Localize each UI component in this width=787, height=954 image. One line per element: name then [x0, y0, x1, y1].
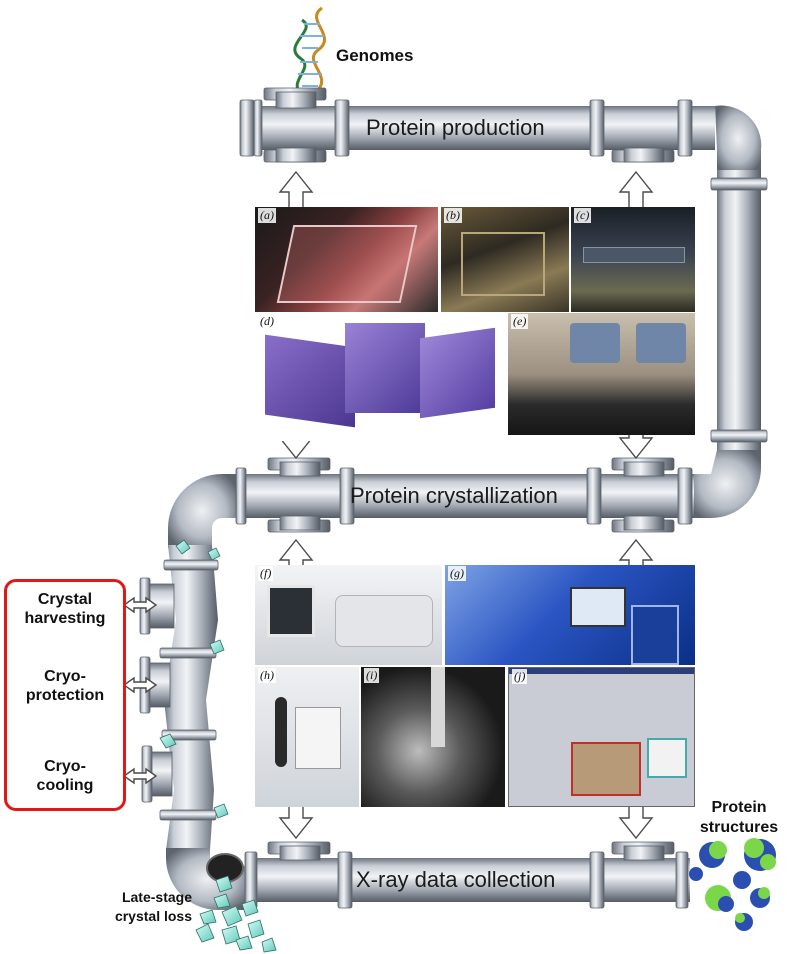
- protein-structures-line1: Protein: [711, 799, 767, 816]
- step-harvesting-line1: Crystal: [37, 591, 93, 608]
- step-crystal-harvesting: Crystal harvesting: [7, 590, 123, 628]
- panel-a-tag: (a): [258, 208, 276, 223]
- step-cryoprotection: Cryo- protection: [7, 667, 123, 705]
- step-cryocooling-line2: cooling: [36, 777, 94, 794]
- dna-helix-icon: [293, 6, 326, 96]
- pipe-label-xray: X-ray data collection: [356, 867, 556, 892]
- protein-structures-label: Protein structures: [695, 798, 783, 838]
- crystal-loss-label: Late-stage crystal loss: [82, 888, 192, 926]
- panel-g-workstation: (g): [445, 565, 695, 665]
- pipe-network: [164, 105, 762, 910]
- panel-f-imaging-system: (f): [255, 565, 442, 665]
- step-cryoprotection-line1: Cryo-: [44, 668, 86, 685]
- panel-i-tag: (i): [364, 668, 380, 683]
- panel-a-crystallization-plate: (a): [255, 207, 438, 312]
- panel-c-tag: (c): [574, 208, 592, 223]
- panel-d-robotic-system: (d): [255, 313, 505, 441]
- pipe-flanges: [159, 87, 768, 909]
- crystal-loss-line1: Late-stage: [121, 889, 192, 905]
- manual-steps-box: [4, 579, 126, 811]
- panel-j-tag: (j): [512, 669, 528, 684]
- panel-b-instrument: (b): [441, 207, 569, 312]
- protein-structures-line2: structures: [699, 819, 779, 836]
- crystal-loss-line2: crystal loss: [114, 908, 192, 924]
- panel-c-instrument-rack: (c): [571, 207, 695, 312]
- panel-i-goniometer: (i): [361, 667, 505, 807]
- panel-e-lab-bench: (e): [508, 313, 695, 435]
- side-ports: [139, 577, 175, 803]
- panel-b-tag: (b): [444, 208, 462, 223]
- step-cryocooling-line1: Cryo-: [44, 758, 86, 775]
- step-cryocooling: Cryo- cooling: [7, 757, 123, 795]
- pipe-label-production: Protein production: [366, 115, 545, 140]
- step-cryoprotection-line2: protection: [25, 687, 105, 704]
- panel-g-tag: (g): [448, 566, 466, 581]
- protein-structure-icons: [689, 838, 776, 931]
- pipe-label-crystallization: Protein crystallization: [350, 483, 558, 508]
- panel-f-tag: (f): [258, 566, 274, 581]
- crystal-loss-icons: [159, 539, 277, 953]
- panel-d-tag: (d): [258, 314, 276, 329]
- panel-j-control-software: (j): [508, 667, 695, 807]
- panel-e-tag: (e): [511, 314, 529, 329]
- panel-h-robot-arm: (h): [255, 667, 359, 807]
- panel-h-tag: (h): [258, 668, 276, 683]
- genomes-label: Genomes: [336, 46, 414, 65]
- step-harvesting-line2: harvesting: [24, 610, 106, 627]
